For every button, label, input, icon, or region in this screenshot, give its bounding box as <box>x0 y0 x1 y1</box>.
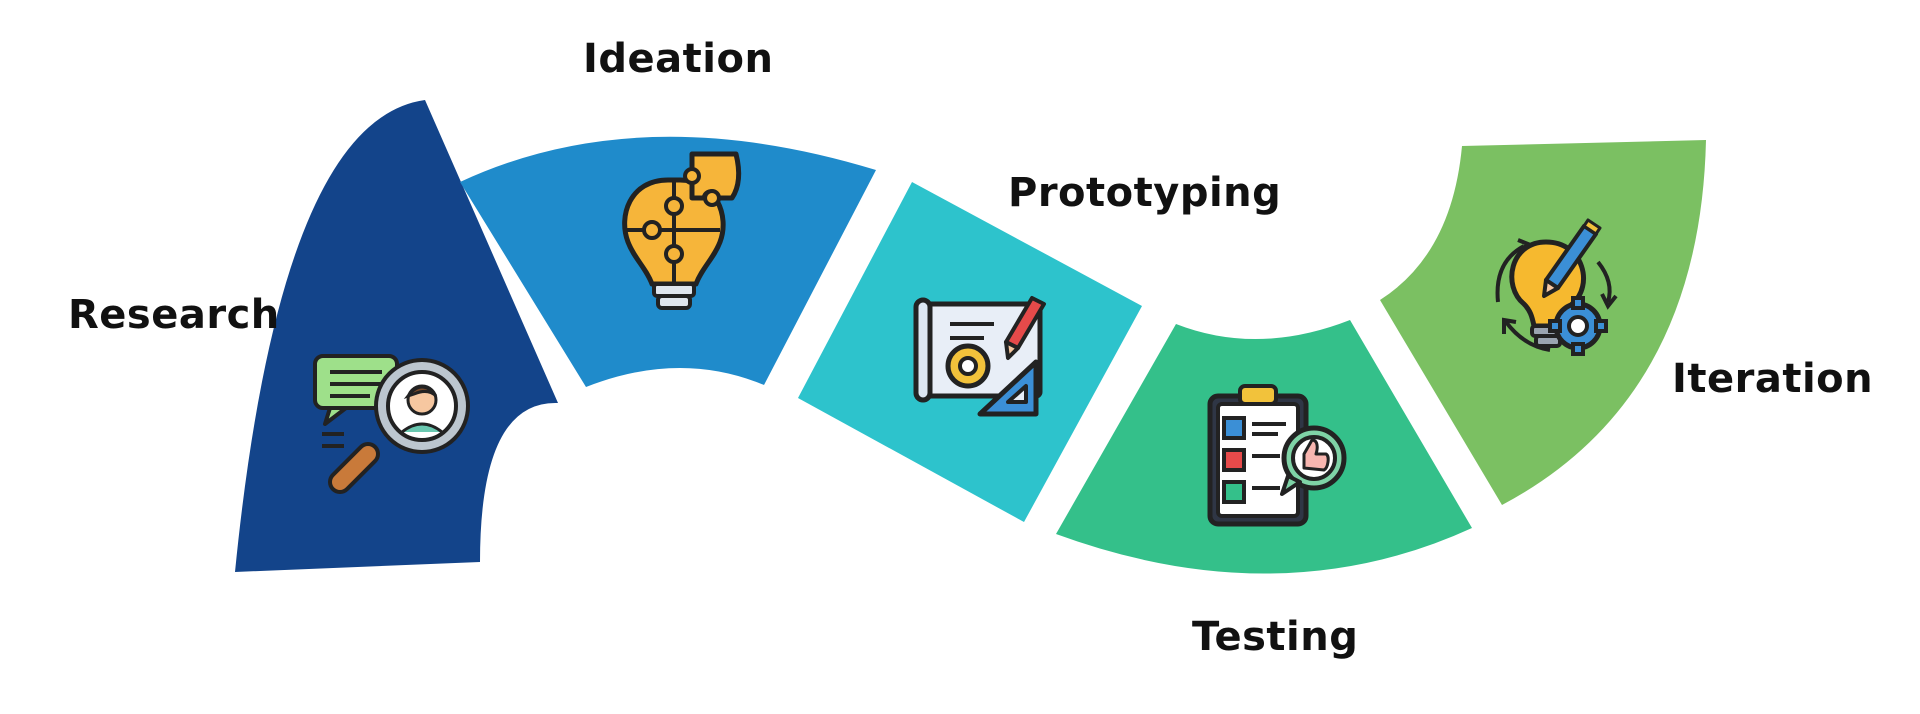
step-label-research: Research <box>68 292 280 338</box>
segment-research <box>235 100 558 572</box>
research-magnifier-chat-icon <box>313 354 470 494</box>
step-label-iteration: Iteration <box>1672 356 1874 402</box>
puzzle-lightbulb-icon <box>622 151 742 310</box>
lightbulb-gear-cycle-icon <box>1495 218 1618 356</box>
blueprint-tools-icon <box>913 296 1046 417</box>
step-label-ideation: Ideation <box>583 36 774 82</box>
segment-research-band <box>235 100 558 572</box>
checklist-thumbs-up-icon <box>1207 384 1347 527</box>
step-label-testing: Testing <box>1192 614 1359 660</box>
step-label-prototyping: Prototyping <box>1008 170 1282 216</box>
